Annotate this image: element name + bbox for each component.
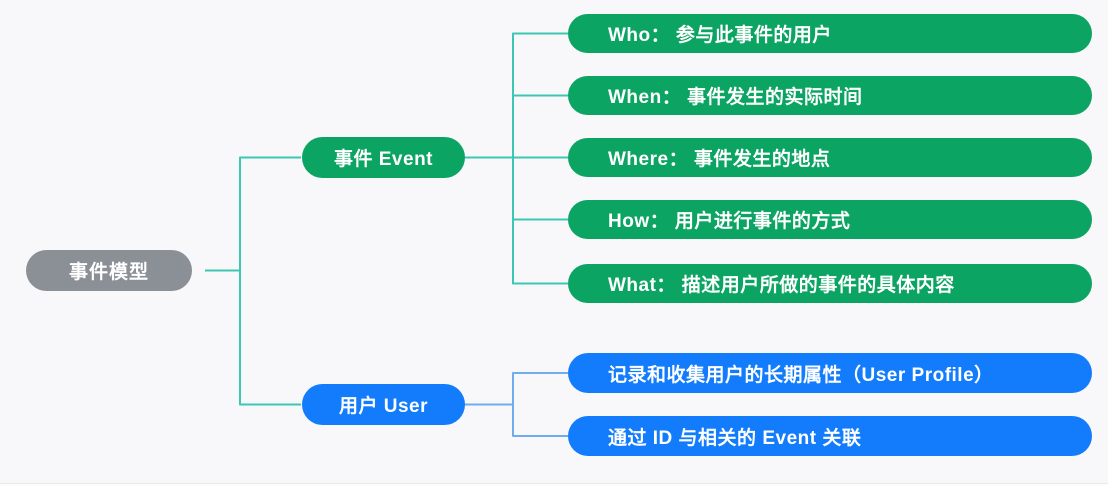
leaf-when[interactable]: When： 事件发生的实际时间 [568,76,1092,115]
leaf-who[interactable]: Who： 参与此事件的用户 [568,14,1092,53]
leaf-user-profile-label: 记录和收集用户的长期属性（User Profile） [608,364,994,386]
leaf-what[interactable]: What： 描述用户所做的事件的具体内容 [568,264,1092,303]
leaf-where-label: Where： 事件发生的地点 [608,149,831,170]
leaf-what-label: What： 描述用户所做的事件的具体内容 [608,275,955,296]
leaf-user-id-link[interactable]: 通过 ID 与相关的 Event 关联 [568,416,1092,456]
leaf-how[interactable]: How： 用户进行事件的方式 [568,200,1092,239]
leaf-how-label: How： 用户进行事件的方式 [608,211,851,232]
node-user-label: 用户 User [338,396,429,417]
user-branch-connectors [465,372,568,437]
leaf-who-label: Who： 参与此事件的用户 [608,25,832,46]
node-event-branch[interactable]: 事件 Event [302,137,465,178]
leaf-when-label: When： 事件发生的实际时间 [608,87,863,108]
leaf-user-profile[interactable]: 记录和收集用户的长期属性（User Profile） [568,353,1092,393]
node-user-branch[interactable]: 用户 User [302,384,465,425]
node-root-label: 事件模型 [68,262,149,283]
node-root[interactable]: 事件模型 [26,250,192,291]
event-branch-connectors [205,32,568,406]
leaf-where[interactable]: Where： 事件发生的地点 [568,138,1092,177]
node-event-label: 事件 Event [333,149,434,170]
leaf-user-id-link-label: 通过 ID 与相关的 Event 关联 [608,427,862,449]
screenshot-bottom-edge [0,483,1108,486]
